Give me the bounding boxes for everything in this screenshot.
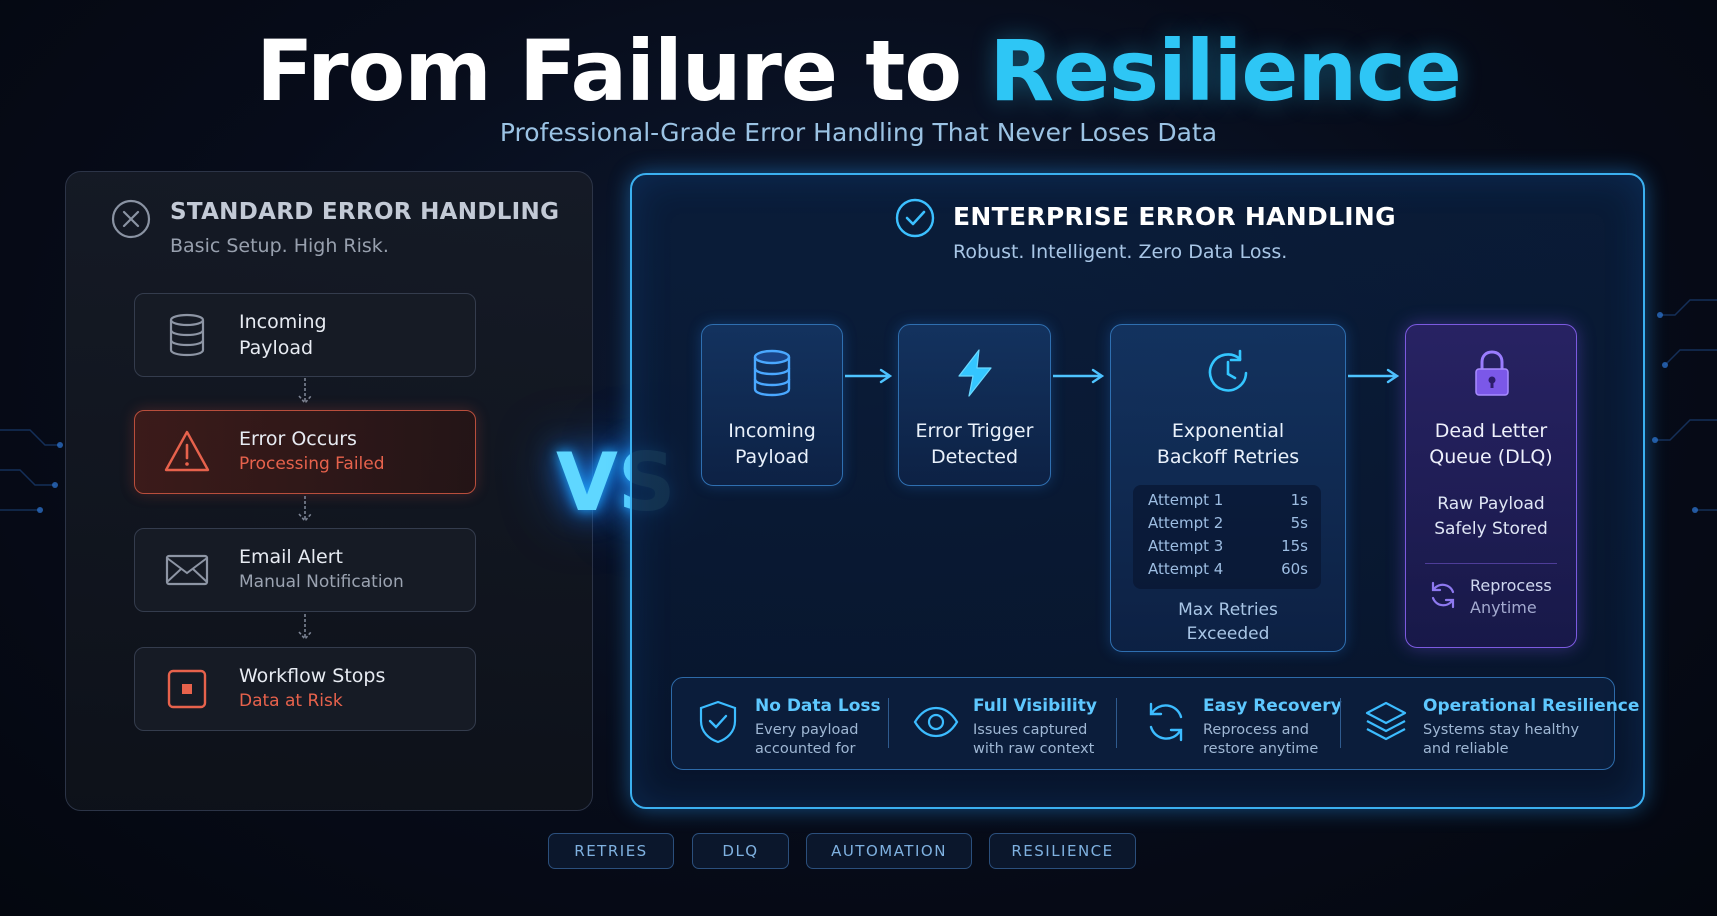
max-retries-line2: Exceeded	[1186, 624, 1270, 644]
down-arrow-icon	[298, 614, 312, 641]
title-part-2: Resilience	[989, 22, 1462, 120]
benefit-desc-line1: Reprocess and	[1203, 722, 1309, 738]
refresh-icon	[1149, 702, 1183, 742]
benefit-desc: Every payload accounted for	[755, 721, 858, 759]
page-title: From Failure to Resilience	[0, 22, 1717, 120]
step-label-line2: Queue (DLQ)	[1429, 446, 1553, 468]
attempt-label: Attempt 4	[1148, 560, 1224, 578]
attempts-table: Attempt 1 1s Attempt 2 5s Attempt 3 15s …	[1133, 485, 1321, 589]
benefit-desc-line2: accounted for	[755, 741, 856, 757]
down-arrow-icon	[298, 496, 312, 523]
benefit-desc-line2: restore anytime	[1203, 741, 1319, 757]
tag-automation[interactable]: AUTOMATION	[806, 833, 972, 869]
stop-icon	[167, 669, 207, 709]
standard-subtitle: Basic Setup. High Risk.	[170, 235, 389, 257]
right-arrow-icon	[845, 368, 893, 384]
page-subtitle: Professional-Grade Error Handling That N…	[499, 118, 1218, 147]
benefit-divider	[1116, 698, 1117, 748]
benefit-title: Full Visibility	[973, 696, 1097, 716]
step-label-line2: Manual Notification	[239, 572, 404, 592]
benefit-title: No Data Loss	[755, 696, 881, 716]
attempt-label: Attempt 3	[1148, 537, 1224, 555]
step-label-line1: Error Trigger	[915, 420, 1034, 442]
database-icon	[169, 313, 205, 357]
tag-retries[interactable]: RETRIES	[548, 833, 674, 869]
enterprise-subtitle: Robust. Intelligent. Zero Data Loss.	[953, 241, 1288, 263]
reprocess-label: Reprocess Anytime	[1470, 575, 1552, 619]
benefit-desc-line1: Systems stay healthy	[1423, 722, 1580, 738]
benefits-bar	[671, 677, 1615, 770]
step-label-line1: Email Alert	[239, 546, 343, 568]
dlq-description: Raw Payload Safely Stored	[1405, 492, 1577, 542]
step-label-line2: Payload	[239, 337, 314, 359]
tag-resilience[interactable]: RESILIENCE	[989, 833, 1136, 869]
benefit-desc: Systems stay healthy and reliable	[1423, 721, 1579, 759]
right-arrow-icon	[1053, 368, 1105, 384]
benefit-divider	[1340, 698, 1341, 748]
eye-icon	[913, 706, 959, 738]
attempt-label: Attempt 2	[1148, 514, 1224, 532]
benefit-desc-line2: with raw context	[973, 741, 1095, 757]
attempt-row: Attempt 1 1s	[1148, 491, 1308, 513]
step-label-line1: Workflow Stops	[239, 665, 386, 687]
benefit-title: Operational Resilience	[1423, 696, 1640, 716]
max-retries-line1: Max Retries	[1178, 600, 1278, 620]
standard-step-error-occurs: Error Occurs Processing Failed	[134, 410, 476, 494]
step-label-line1: Incoming	[728, 420, 816, 442]
check-circle-icon	[895, 198, 935, 238]
attempt-time: 1s	[1290, 491, 1308, 509]
step-label-line1: Incoming	[239, 311, 327, 333]
max-retries-label: Max Retries Exceeded	[1110, 598, 1346, 646]
benefit-desc-line1: Every payload	[755, 722, 859, 738]
shield-check-icon	[699, 700, 737, 744]
benefit-desc: Issues captured with raw context	[973, 721, 1094, 759]
standard-step-incoming-payload: Incoming Payload	[134, 293, 476, 377]
step-label-line2: Detected	[930, 446, 1019, 468]
step-label-line2: Payload	[734, 446, 810, 468]
benefit-desc-line2: and reliable	[1423, 741, 1509, 757]
enterprise-step-dead-letter-queue: Dead Letter Queue (DLQ)	[1405, 324, 1577, 648]
enterprise-step-incoming-payload: Incoming Payload	[701, 324, 843, 486]
attempt-label: Attempt 1	[1148, 491, 1224, 509]
layers-icon	[1365, 701, 1407, 741]
reprocess-line2: Anytime	[1470, 598, 1537, 617]
benefit-desc-line1: Issues captured	[973, 722, 1088, 738]
attempt-time: 60s	[1281, 560, 1308, 578]
title-part-1: From Failure to	[256, 22, 990, 120]
step-label-line1: Error Occurs	[239, 428, 357, 450]
dlq-divider	[1425, 563, 1557, 564]
enterprise-step-error-trigger: Error Trigger Detected	[898, 324, 1051, 486]
step-label-line1: Dead Letter	[1434, 420, 1548, 442]
warning-icon	[164, 430, 210, 472]
right-arrow-icon	[1348, 368, 1400, 384]
step-label-line2: Processing Failed	[239, 454, 385, 474]
envelope-icon	[165, 554, 209, 586]
attempt-row: Attempt 3 15s	[1148, 537, 1308, 559]
attempt-time: 5s	[1290, 514, 1308, 532]
attempt-row: Attempt 4 60s	[1148, 560, 1308, 582]
refresh-icon	[1431, 581, 1455, 609]
benefit-desc: Reprocess and restore anytime	[1203, 721, 1318, 759]
clock-retry-icon	[1208, 349, 1248, 392]
step-label-line1: Exponential	[1171, 420, 1285, 442]
reprocess-line1: Reprocess	[1470, 576, 1552, 595]
dlq-line1: Raw Payload	[1437, 494, 1545, 514]
standard-step-workflow-stops: Workflow Stops Data at Risk	[134, 647, 476, 731]
lightning-icon	[957, 349, 992, 397]
close-circle-icon	[111, 199, 151, 239]
database-icon	[753, 349, 791, 397]
standard-step-email-alert: Email Alert Manual Notification	[134, 528, 476, 612]
step-label-line2: Backoff Retries	[1156, 446, 1300, 468]
attempt-row: Attempt 2 5s	[1148, 514, 1308, 536]
attempt-time: 15s	[1281, 537, 1308, 555]
standard-title: STANDARD ERROR HANDLING	[170, 199, 560, 225]
lock-icon	[1475, 350, 1509, 396]
tag-dlq[interactable]: DLQ	[692, 833, 789, 869]
enterprise-title: ENTERPRISE ERROR HANDLING	[953, 202, 1396, 231]
step-label-line2: Data at Risk	[239, 691, 343, 711]
benefit-title: Easy Recovery	[1203, 696, 1342, 716]
down-arrow-icon	[298, 378, 312, 405]
benefit-divider	[888, 698, 889, 748]
dlq-line2: Safely Stored	[1434, 519, 1548, 539]
